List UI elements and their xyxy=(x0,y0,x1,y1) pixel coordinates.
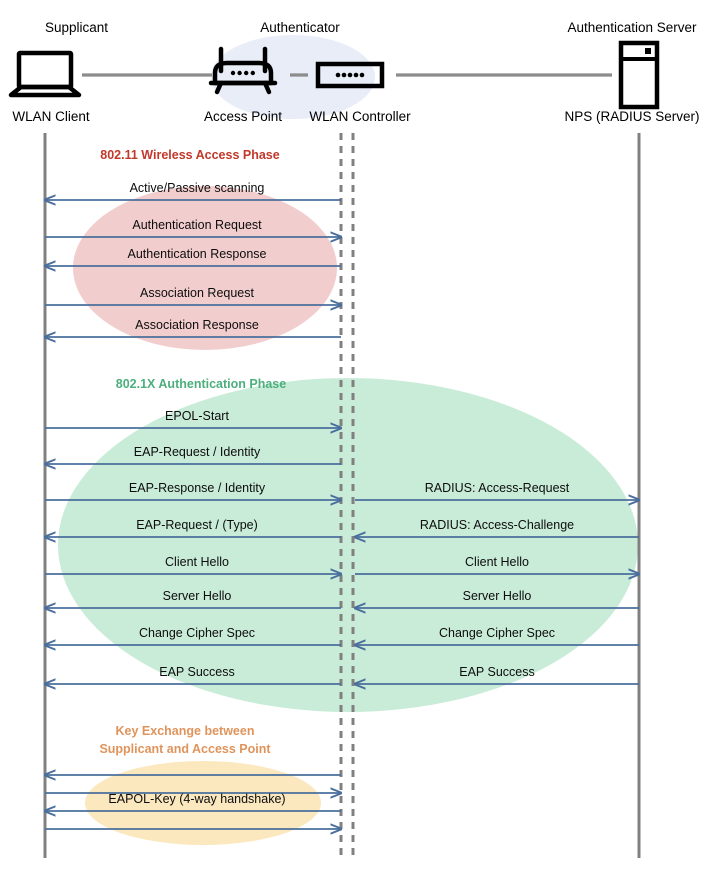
phase-ellipses xyxy=(58,186,638,845)
server-icon xyxy=(618,40,660,110)
message-label: Change Cipher Spec xyxy=(139,626,255,640)
phase-label-key-exchange-line1: Key Exchange between xyxy=(116,724,255,738)
message-label: Server Hello xyxy=(463,589,532,603)
message-label: Authentication Response xyxy=(128,247,267,261)
laptop-icon xyxy=(8,50,82,98)
message-label: EAP Success xyxy=(459,665,535,679)
wlan-controller-icon xyxy=(315,61,385,89)
actor-device-access-point: Access Point xyxy=(204,109,282,124)
message-label: Active/Passive scanning xyxy=(130,181,265,195)
phase-ellipse-dot1x-auth xyxy=(58,378,638,712)
authenticator-halo xyxy=(211,35,375,119)
actor-device-wlan-controller: WLAN Controller xyxy=(309,109,411,124)
actor-device-wlan-client: WLAN Client xyxy=(12,109,90,124)
message-label: EAPOL-Key (4-way handshake) xyxy=(108,792,285,806)
message-label: Client Hello xyxy=(165,555,229,569)
access-point-icon xyxy=(208,46,278,95)
message-label: RADIUS: Access-Request xyxy=(425,481,570,495)
phase-ellipse-key-exchange xyxy=(85,761,321,845)
message-label: Client Hello xyxy=(465,555,529,569)
message-label: EPOL-Start xyxy=(165,409,229,423)
message-label: EAP-Response / Identity xyxy=(129,481,266,495)
phase-label-key-exchange-line2: Supplicant and Access Point xyxy=(99,742,271,756)
actor-role-supplicant: Supplicant xyxy=(45,20,108,35)
message-label: RADIUS: Access-Challenge xyxy=(420,518,574,532)
message-label: EAP-Request / (Type) xyxy=(136,518,258,532)
message-label: EAP-Request / Identity xyxy=(134,445,261,459)
message-label: Authentication Request xyxy=(132,218,262,232)
actor-device-nps-radius: NPS (RADIUS Server) xyxy=(564,109,699,124)
actor-role-authenticator: Authenticator xyxy=(260,20,340,35)
actor-role-auth-server: Authentication Server xyxy=(567,20,697,35)
message-label: Server Hello xyxy=(163,589,232,603)
phase-ellipse-wireless-access xyxy=(73,186,337,350)
message-label: Change Cipher Spec xyxy=(439,626,555,640)
message-label: EAP Success xyxy=(159,665,235,679)
message-label: Association Request xyxy=(140,286,254,300)
message-label: Association Response xyxy=(135,318,259,332)
phase-label-wireless-access: 802.11 Wireless Access Phase xyxy=(100,148,279,162)
phase-label-dot1x-auth: 802.1X Authentication Phase xyxy=(116,377,286,391)
